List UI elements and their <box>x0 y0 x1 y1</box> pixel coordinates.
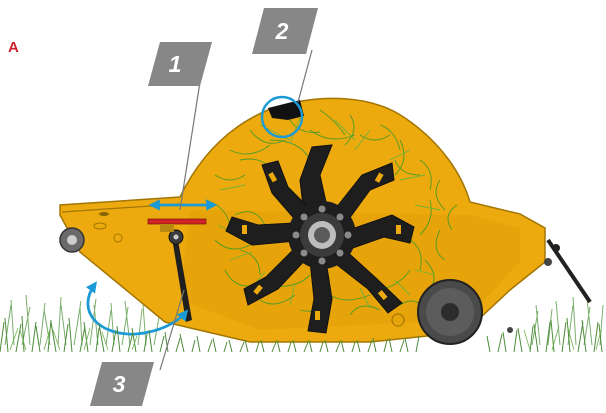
leader-line-2 <box>298 50 312 102</box>
adjust-lever-pin <box>174 235 179 240</box>
adjust-bar-bracket <box>160 224 174 232</box>
housing-bolt-right-2 <box>507 327 513 333</box>
handle-joint <box>552 244 560 252</box>
top-vent <box>268 100 304 120</box>
callout-1: 1 <box>148 42 212 86</box>
figure-letter: A <box>8 39 19 56</box>
callout-3: 3 <box>90 362 154 406</box>
adjust-bar <box>148 219 206 224</box>
callout-2: 2 <box>252 8 318 54</box>
callout-2-label: 2 <box>275 18 289 44</box>
callout-1-label: 1 <box>169 51 182 77</box>
front-roller-hub <box>67 235 77 245</box>
callout-3-label: 3 <box>113 371 126 397</box>
housing-slot-top <box>99 212 109 216</box>
housing-bolt-right <box>544 258 552 266</box>
rear-wheel-hub <box>441 303 459 321</box>
